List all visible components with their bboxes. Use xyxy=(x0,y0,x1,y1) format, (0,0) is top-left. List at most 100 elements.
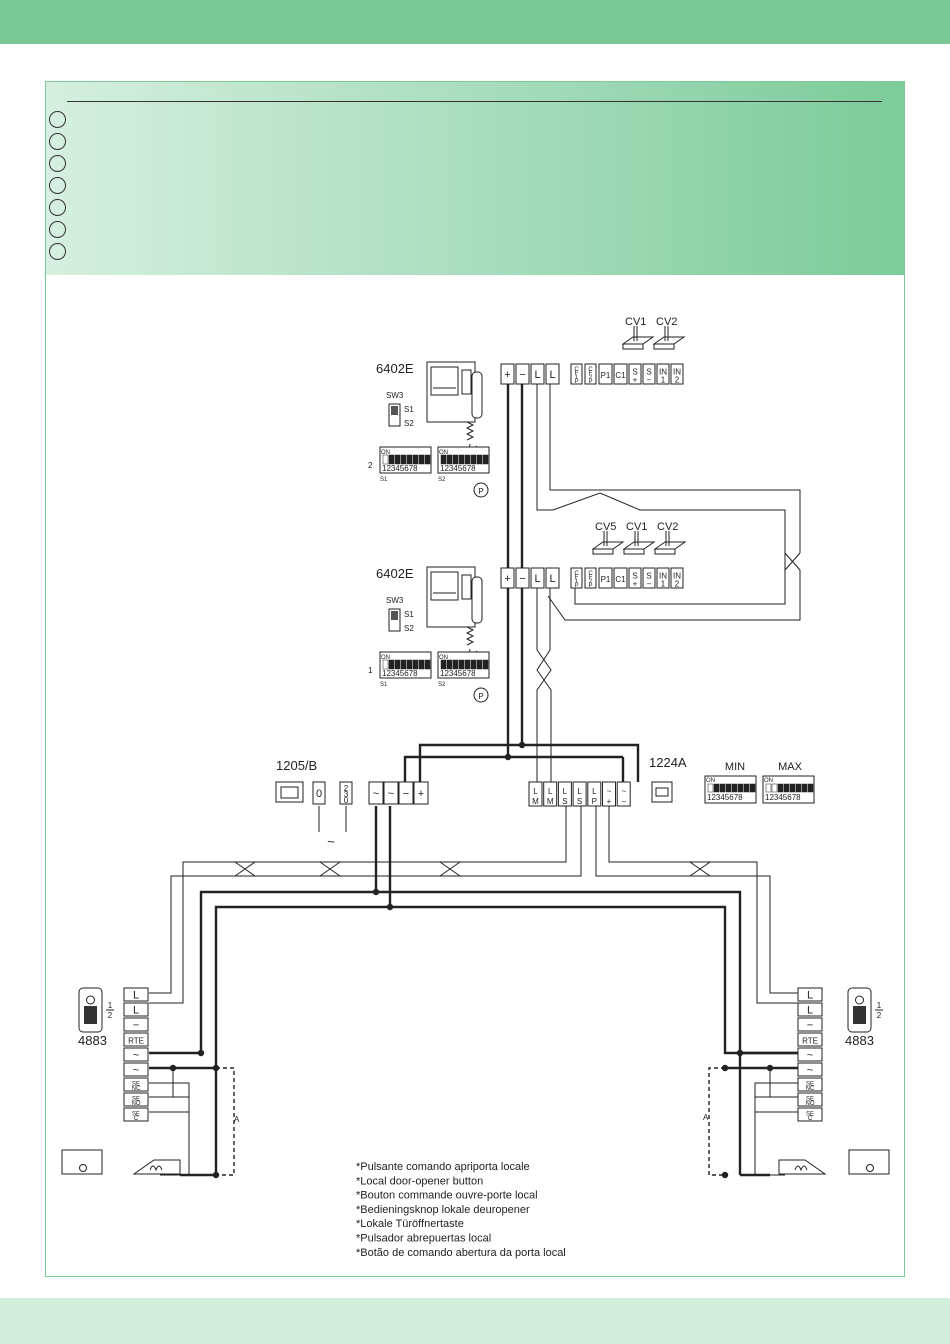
terminal-label: NO xyxy=(132,1101,141,1107)
terminal-label: L xyxy=(807,1005,813,1017)
dip-on: ON xyxy=(439,655,448,661)
terminal xyxy=(797,1002,823,1017)
language-circle xyxy=(49,177,66,194)
sw-label: SW3 xyxy=(386,596,404,605)
language-circle xyxy=(49,243,66,260)
terminal-label: L xyxy=(534,369,540,381)
dip-numbers: 12345678 xyxy=(440,669,476,678)
mains-symbol: ~ xyxy=(327,834,335,849)
wire xyxy=(418,743,640,782)
dip-lever xyxy=(470,454,477,465)
terminal xyxy=(123,1002,149,1017)
s2-label: S2 xyxy=(404,419,414,428)
terminal-label: SE xyxy=(806,1112,814,1118)
note-line: *Bouton commande ouvre-porte local xyxy=(356,1190,538,1202)
terminal-label: P xyxy=(574,379,578,385)
terminal xyxy=(584,567,597,589)
junction-dot xyxy=(518,741,526,749)
terminal xyxy=(797,1062,823,1077)
program-button xyxy=(473,687,489,703)
terminal-label: S xyxy=(646,571,651,580)
terminal xyxy=(598,567,613,589)
dip-lever xyxy=(424,659,431,670)
dip-s1: S1 xyxy=(380,682,388,688)
sw3-knob xyxy=(391,406,398,415)
terminal-label: 1 xyxy=(575,579,579,585)
note-line: *Pulsador abrepuertas local xyxy=(356,1233,491,1245)
terminal-label: P xyxy=(588,583,592,589)
terminal xyxy=(530,363,545,385)
terminal xyxy=(602,781,616,807)
sw3-knob xyxy=(391,611,398,620)
note-line: *Pulsante comando apriporta locale xyxy=(356,1161,530,1173)
terminal-label: C1 xyxy=(615,371,626,380)
terminal xyxy=(628,363,642,385)
page-frame xyxy=(45,81,905,1277)
monitor-model: 6402E xyxy=(376,566,414,581)
dip-lever xyxy=(412,659,419,670)
strike-coil xyxy=(794,1165,808,1172)
language-circle xyxy=(49,111,66,128)
terminal-label: C xyxy=(808,1116,813,1122)
dip-s2: S2 xyxy=(438,682,446,688)
switch-mark-right: A xyxy=(703,1113,709,1122)
dip-s2: S2 xyxy=(438,477,446,483)
dip-lever xyxy=(765,783,772,793)
handset-cord xyxy=(465,626,475,646)
dip-lever xyxy=(400,454,407,465)
terminal-label: 1 xyxy=(661,375,666,384)
s1-label: S1 xyxy=(404,610,414,619)
dip-lever xyxy=(388,659,395,670)
dip-lever xyxy=(807,783,814,793)
terminal-label: M xyxy=(532,797,539,806)
wire xyxy=(574,570,786,605)
terminal-label: 1 xyxy=(575,375,579,381)
terminal-label: ~ xyxy=(807,1065,813,1077)
terminal xyxy=(515,567,530,589)
terminal-label: RTE xyxy=(128,1037,144,1046)
terminal-label: P xyxy=(592,797,597,806)
dip-on: ON xyxy=(381,450,390,456)
terminal xyxy=(123,1017,149,1032)
junction-dot xyxy=(372,888,380,896)
terminal-label: RTE xyxy=(802,1037,818,1046)
terminal xyxy=(368,781,384,805)
language-circle xyxy=(49,221,66,238)
terminal xyxy=(670,363,684,385)
terminal xyxy=(797,987,823,1002)
wire xyxy=(784,552,801,571)
handset-rest xyxy=(461,369,472,395)
handset-rest xyxy=(461,574,472,600)
wire xyxy=(149,806,378,1055)
terminal xyxy=(500,363,515,385)
dip-lever xyxy=(731,783,738,793)
dip-lever xyxy=(452,454,459,465)
terminal-label: ~ xyxy=(807,1050,813,1062)
terminal-label: + xyxy=(504,369,510,381)
terminal xyxy=(570,567,583,589)
terminal-label: ~ xyxy=(621,787,626,796)
dip-lever xyxy=(446,659,453,670)
terminal xyxy=(123,1062,149,1077)
wire xyxy=(439,861,461,877)
wires xyxy=(149,384,801,1179)
monitor-screen xyxy=(430,571,459,601)
terminal-label: ~ xyxy=(133,1050,139,1062)
camera-base xyxy=(623,548,645,555)
camera-bracket xyxy=(621,336,655,345)
panel-frac-bottom: 2 xyxy=(877,1011,882,1020)
terminal xyxy=(642,567,656,589)
language-circle xyxy=(49,199,66,216)
terminal-label: SE xyxy=(132,1082,140,1088)
strike-coil xyxy=(149,1165,163,1172)
panel-model: 4883 xyxy=(78,1033,107,1048)
terminal-label: L xyxy=(549,369,555,381)
panel-speaker xyxy=(84,1006,97,1024)
terminal-label: L xyxy=(533,787,538,796)
dip-lever xyxy=(394,454,401,465)
dip-lever xyxy=(801,783,808,793)
terminal-label: ~ xyxy=(607,787,612,796)
dip-lever xyxy=(783,783,790,793)
dip-lever xyxy=(719,783,726,793)
wire xyxy=(549,384,801,553)
